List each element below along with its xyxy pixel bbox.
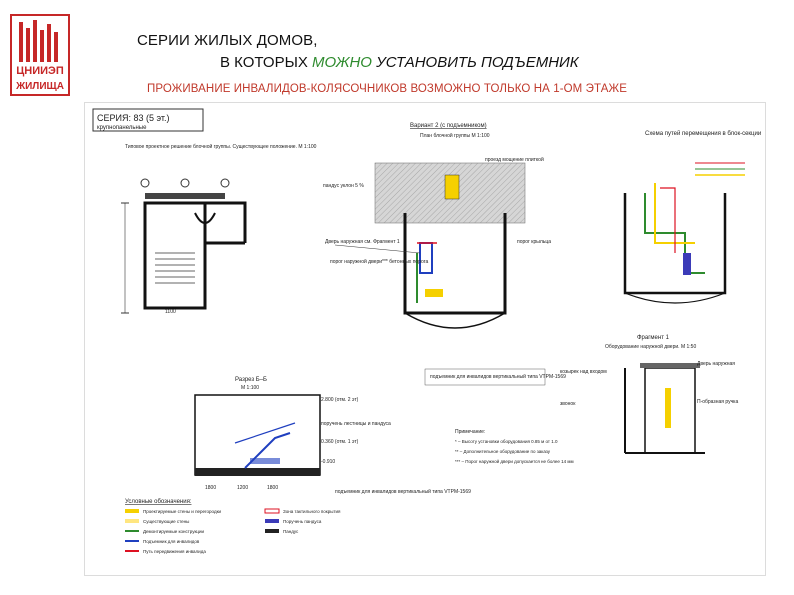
legend-item-8: Пандус xyxy=(283,529,299,534)
door2-callout: Дверь наружная xyxy=(697,361,735,367)
level-2: 0.360 (отм. 1 эт) xyxy=(321,439,359,445)
title-prefix: В КОТОРЫХ xyxy=(220,54,313,71)
logo: ЦНИИЭП ЖИЛИЩА xyxy=(10,14,70,96)
legend-item-5: Путь передвижения инвалида xyxy=(143,549,206,554)
legend-item-4: Подъемник для инвалидов xyxy=(143,539,200,544)
threshold-callout: порог наружной двери*** бетонных порога xyxy=(330,258,428,265)
legend-item-7: Поручень пандуса xyxy=(283,519,322,524)
porch-callout: порог крыльца xyxy=(517,239,551,245)
fragment-title: Фрагмент 1 xyxy=(637,335,670,341)
existing-plan: СЕРИЯ: 83 (5 эт.) крупнопанельные Типово… xyxy=(92,108,317,315)
fragment-sub: Оборудование наружной двери. М 1:50 xyxy=(605,343,696,350)
variant-plan: Вариант 2 (с подъемником) План блочной г… xyxy=(323,123,566,386)
legend-item-6: Зона тактильного покрытия xyxy=(283,509,341,514)
page-title-line2: В КОТОРЫХ МОЖНО УСТАНОВИТЬ ПОДЪЕМНИК xyxy=(220,54,579,71)
legend-title: Условные обозначения: xyxy=(125,499,192,505)
title-accent: МОЖНО xyxy=(312,54,372,71)
pavement-callout: проезд мощение плиткой xyxy=(485,156,544,163)
note-1: * – Высоту установки оборудования 0.85 м… xyxy=(455,439,558,444)
fragment-1: Фрагмент 1 Оборудование наружной двери. … xyxy=(560,335,738,454)
section-bb: Разрез Б–Б М 1:100 2.800 (отм. 2 эт) 0.3… xyxy=(194,377,471,495)
bell-callout: звонок xyxy=(560,401,576,407)
drawing-sheet: СЕРИЯ: 83 (5 эт.) крупнопанельные Типово… xyxy=(84,102,766,576)
lift-callout: подъемник для инвалидов вертикальный тип… xyxy=(430,373,566,380)
level-3: -0.910 xyxy=(321,459,335,465)
visor-callout: козырек над входом xyxy=(560,369,607,375)
series-label: СЕРИЯ: 83 (5 эт.) xyxy=(97,113,170,123)
notes: Примечание: * – Высоту установки оборудо… xyxy=(455,429,574,464)
logo-text-bottom: ЖИЛИЩА xyxy=(15,81,64,92)
section-title: Разрез Б–Б xyxy=(235,377,267,383)
note-2: ** – Дополнительное оборудование по зака… xyxy=(455,449,551,454)
level-1: 2.800 (отм. 2 эт) xyxy=(321,397,359,403)
variant-title: Вариант 2 (с подъемником) xyxy=(410,123,487,129)
variant-sub: План блочной группы М 1:100 xyxy=(420,132,490,139)
dim-3: 1800 xyxy=(267,485,278,491)
dim-label: 1100 xyxy=(165,309,176,315)
page-title-line1: СЕРИИ ЖИЛЫХ ДОМОВ, xyxy=(137,32,318,49)
scheme-title: Схема путей перемещения в блок-секции xyxy=(645,130,761,137)
dim-1: 1800 xyxy=(205,485,216,491)
notes-title: Примечание: xyxy=(455,429,485,435)
legend-item-2: Существующие стены xyxy=(143,519,189,524)
lift-callout-2: подъемник для инвалидов вертикальный тип… xyxy=(335,488,471,495)
section-scale: М 1:100 xyxy=(241,385,259,391)
route-scheme: Схема путей перемещения в блок-секции xyxy=(623,130,761,304)
door-callout: Дверь наружная см. Фрагмент 1 xyxy=(325,239,400,245)
note-3: *** – Порог наружной двери допускается н… xyxy=(455,458,574,464)
title-suffix: УСТАНОВИТЬ ПОДЪЕМНИК xyxy=(371,54,579,71)
handrail-callout: поручень лестницы и пандуса xyxy=(321,421,391,427)
series-sub: крупнопанельные xyxy=(97,125,147,131)
handle-callout: П-образная ручка xyxy=(697,399,738,405)
legend-item-1: Проектируемые стены и перегородки xyxy=(143,509,222,514)
legend: Условные обозначения: Проектируемые стен… xyxy=(125,499,341,554)
page-subtitle: ПРОЖИВАНИЕ ИНВАЛИДОВ-КОЛЯСОЧНИКОВ ВОЗМОЖ… xyxy=(147,83,628,95)
legend-item-3: Демонтируемые конструкции xyxy=(143,529,205,534)
ramp-callout: пандус уклон 5 % xyxy=(323,183,364,189)
logo-text-top: ЦНИИЭП xyxy=(16,65,64,77)
dim-2: 1200 xyxy=(237,485,248,491)
plan-title: Типовое проектное решение блочной группы… xyxy=(125,143,317,150)
